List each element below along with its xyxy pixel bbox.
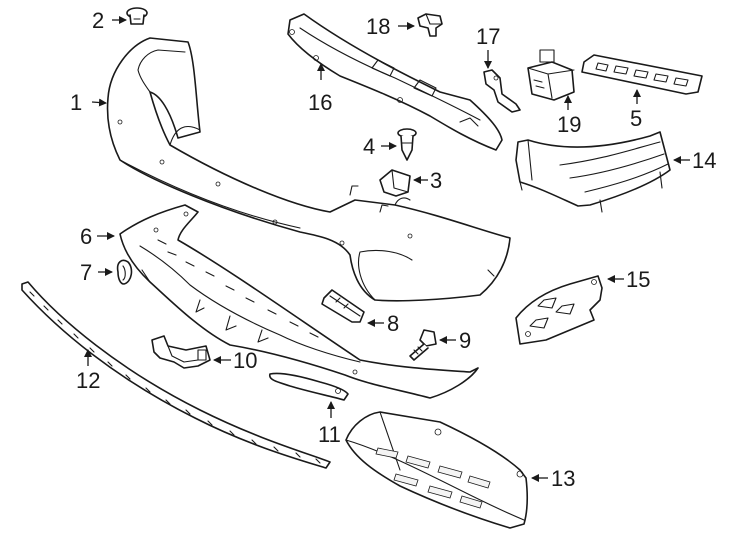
callout-17: 17 <box>476 24 500 69</box>
callout-16: 16 <box>308 63 332 115</box>
grommet-part-7 <box>116 259 133 285</box>
skid-plate-part-13 <box>345 411 529 529</box>
callout-12: 12 <box>76 349 100 393</box>
side-bracket-part-15 <box>515 275 603 345</box>
push-pin-part-4 <box>397 128 417 161</box>
svg-text:3: 3 <box>430 168 442 193</box>
callout-6: 6 <box>80 224 115 249</box>
svg-text:11: 11 <box>318 422 341 447</box>
lower-molding-part-12 <box>21 281 331 469</box>
callout-4: 4 <box>363 134 397 159</box>
callout-3: 3 <box>413 168 442 193</box>
svg-text:5: 5 <box>630 106 642 131</box>
callout-8: 8 <box>367 311 399 336</box>
svg-text:12: 12 <box>76 368 100 393</box>
bumper-cover-part <box>106 37 511 302</box>
upper-bracket-part-16 <box>287 13 503 151</box>
callout-10: 10 <box>213 348 257 373</box>
callout-5: 5 <box>630 89 642 131</box>
callout-9: 9 <box>439 328 471 353</box>
svg-text:6: 6 <box>80 224 92 249</box>
bracket-part-3 <box>379 169 411 197</box>
svg-text:17: 17 <box>476 24 500 49</box>
trim-strip-part-11 <box>268 372 349 401</box>
sensor-part-19 <box>527 49 575 101</box>
callout-1: 1 <box>70 90 107 115</box>
svg-text:14: 14 <box>692 148 716 173</box>
clip-part-2 <box>126 7 148 25</box>
sensor-bracket-part-10 <box>151 335 211 369</box>
svg-text:13: 13 <box>551 466 575 491</box>
callout-15: 15 <box>607 267 650 292</box>
svg-text:8: 8 <box>387 311 399 336</box>
svg-text:10: 10 <box>233 348 257 373</box>
svg-text:19: 19 <box>557 112 581 137</box>
wire-bracket-part-17 <box>483 69 521 113</box>
callout-13: 13 <box>531 466 575 491</box>
svg-text:9: 9 <box>459 328 471 353</box>
lower-valance-part-6 <box>119 204 479 399</box>
svg-text:18: 18 <box>366 14 390 39</box>
svg-text:4: 4 <box>363 134 375 159</box>
svg-text:2: 2 <box>92 8 104 33</box>
callout-7: 7 <box>80 260 113 285</box>
svg-text:15: 15 <box>626 267 650 292</box>
callout-18: 18 <box>366 14 415 39</box>
callout-19: 19 <box>557 95 581 137</box>
svg-text:7: 7 <box>80 260 92 285</box>
reinforcement-strip-part-5 <box>581 54 703 95</box>
svg-text:16: 16 <box>308 90 332 115</box>
callout-14: 14 <box>673 148 716 173</box>
callout-11: 11 <box>318 401 341 447</box>
clip-part-18 <box>417 13 443 37</box>
bracket-part-8 <box>321 289 365 323</box>
callout-2: 2 <box>92 8 127 33</box>
bolt-part-9 <box>409 329 437 361</box>
side-bracket-part-14 <box>515 131 671 213</box>
svg-text:1: 1 <box>70 90 82 115</box>
